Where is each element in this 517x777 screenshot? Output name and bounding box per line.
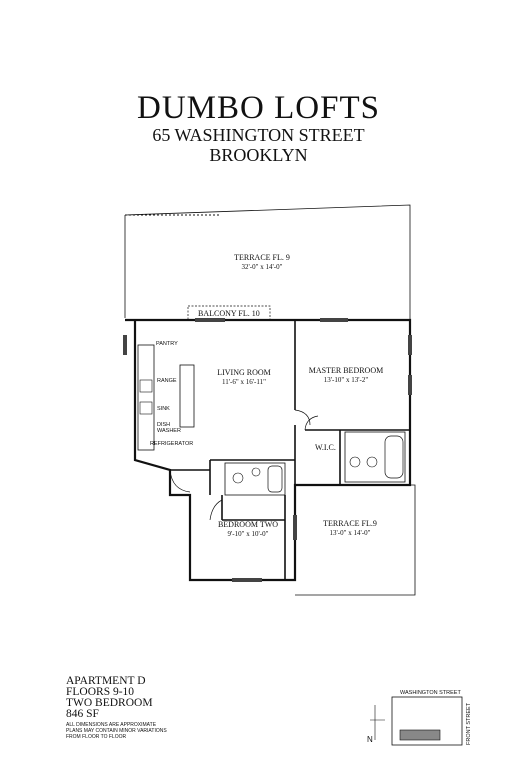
area: 846 SF xyxy=(66,708,99,720)
terrace-bottom-label: TERRACE FL.9 xyxy=(323,519,377,528)
terrace-top-label: TERRACE FL. 9 xyxy=(234,253,290,262)
building-title: DUMBO LOFTS xyxy=(137,90,380,126)
master-bedroom-label: MASTER BEDROOM xyxy=(309,366,383,375)
wic-label: W.I.C. xyxy=(315,443,336,452)
key-plan-street: WASHINGTON STREET xyxy=(400,690,461,696)
apartment-outer-wall xyxy=(125,318,412,582)
living-room-dims: 11'-6" x 16'-11" xyxy=(222,378,266,386)
dish-label: DISH xyxy=(157,422,170,428)
washer-label: WASHER xyxy=(157,428,181,434)
floors: FLOORS 9-10 xyxy=(66,686,135,698)
building-address: 65 WASHINGTON STREET xyxy=(152,125,365,145)
terrace-top-outline xyxy=(124,204,411,325)
refrigerator-label: REFRIGERATOR xyxy=(150,441,193,447)
pantry-label: PANTRY xyxy=(156,341,178,347)
key-plan-block xyxy=(391,696,463,746)
bedroom-two-label: BEDROOM TWO xyxy=(218,520,278,529)
terrace-bottom-outline xyxy=(295,484,416,596)
building-city: BROOKLYN xyxy=(209,145,308,165)
master-bedroom-dims: 13'-10" x 13'-2" xyxy=(324,376,369,384)
disclaimer: ALL DIMENSIONS ARE APPROXIMATE PLANS MAY… xyxy=(66,722,167,740)
sink-label: SINK xyxy=(157,406,170,412)
terrace-bottom-dims: 13'-0" x 14'-0" xyxy=(330,529,371,537)
balcony-label: BALCONY FL. 10 xyxy=(198,309,260,318)
bedroom-count: TWO BEDROOM xyxy=(66,697,153,709)
bedroom-two-dims: 9'-10" x 10'-0" xyxy=(228,530,269,538)
unit-info: APARTMENT D FLOORS 9-10 TWO BEDROOM 846 … xyxy=(66,675,167,740)
apartment-name: APARTMENT D xyxy=(66,675,146,687)
living-room-label: LIVING ROOM xyxy=(217,368,271,377)
kitchen-counter xyxy=(137,344,155,451)
key-plan-side-street: FRONT STREET xyxy=(466,702,472,745)
key-plan-north: N xyxy=(367,735,373,744)
interior-walls xyxy=(170,320,410,580)
master-bath xyxy=(344,431,406,483)
range-label: RANGE xyxy=(157,378,177,384)
kitchen-island xyxy=(179,364,195,428)
second-bath xyxy=(224,462,286,496)
terrace-top-dims: 32'-0" x 14'-0" xyxy=(242,263,283,271)
